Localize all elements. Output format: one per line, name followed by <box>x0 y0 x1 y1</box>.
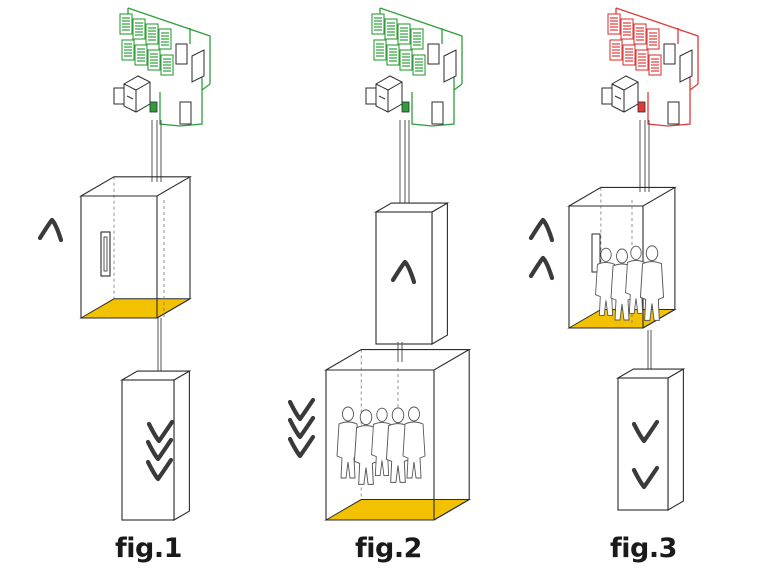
server-rack-icon <box>160 54 174 76</box>
cabinet-icon <box>443 49 457 83</box>
down-arrow-icon <box>631 419 660 444</box>
server-rack-icon <box>609 39 623 61</box>
down-arrow-icon <box>145 437 174 462</box>
figure-2 <box>287 7 472 521</box>
hoist-machine-icon <box>113 75 151 113</box>
server-rack-icon <box>410 28 424 50</box>
control-panel-1 <box>113 7 211 127</box>
up-arrow-icon <box>37 217 64 243</box>
server-rack-icon <box>145 23 159 45</box>
cabinet-icon <box>679 49 693 83</box>
elevator-car <box>78 176 193 319</box>
down-arrow-icon <box>287 415 316 440</box>
up-arrow-icon <box>528 217 555 243</box>
counterweight <box>615 368 686 511</box>
hoist-cable <box>647 330 652 372</box>
hoist-machine-icon <box>365 75 403 113</box>
counterweight <box>373 202 450 345</box>
control-panel-2 <box>365 7 463 127</box>
cabinet-icon <box>191 49 205 83</box>
cabinet-icon <box>667 101 680 125</box>
down-arrow-icon <box>287 397 316 422</box>
status-light <box>401 101 410 113</box>
hoist-cable <box>151 120 162 182</box>
figure-1 <box>37 7 211 521</box>
server-rack-icon <box>648 54 662 76</box>
down-arrow-icon <box>145 457 174 482</box>
down-arrow-icon <box>631 465 660 490</box>
cabinet-icon <box>179 101 192 125</box>
server-rack-icon <box>371 13 385 35</box>
counterweight <box>119 370 192 521</box>
figure-3 <box>528 7 699 511</box>
status-light <box>637 101 646 113</box>
server-rack-icon <box>119 13 133 35</box>
server-rack-icon <box>412 54 426 76</box>
passenger-silhouette <box>402 406 426 479</box>
hoist-cable <box>399 120 410 205</box>
server-rack-icon <box>646 28 660 50</box>
call-panel <box>591 233 601 273</box>
down-arrow-icon <box>287 434 316 459</box>
server-rack-icon <box>622 44 636 66</box>
server-rack-icon <box>134 44 148 66</box>
server-rack-icon <box>397 23 411 45</box>
down-arrow-icon <box>146 419 175 444</box>
server-rack-icon <box>373 39 387 61</box>
caption-fig-1: fig.1 <box>115 533 182 564</box>
caption-fig-3: fig.3 <box>610 533 677 564</box>
caption-fig-2: fig.2 <box>355 533 422 564</box>
server-rack-icon <box>121 39 135 61</box>
server-rack-icon <box>607 13 621 35</box>
hoist-machine-icon <box>601 75 639 113</box>
server-rack-icon <box>635 49 649 71</box>
up-arrow-icon <box>390 259 417 285</box>
hoist-cable <box>397 342 403 362</box>
up-arrow-icon <box>528 255 555 281</box>
control-panel-3 <box>601 7 699 127</box>
hoist-cable <box>157 318 162 372</box>
hoist-cable <box>639 120 650 192</box>
server-rack-icon <box>132 18 146 40</box>
car-floor <box>324 499 472 521</box>
server-rack-icon <box>147 49 161 71</box>
server-rack-icon <box>620 18 634 40</box>
server-rack-icon <box>399 49 413 71</box>
server-rack-icon <box>633 23 647 45</box>
server-rack-icon <box>386 44 400 66</box>
server-rack-icon <box>384 18 398 40</box>
status-light <box>149 101 158 113</box>
cabinet-icon <box>431 101 444 125</box>
server-rack-icon <box>158 28 172 50</box>
